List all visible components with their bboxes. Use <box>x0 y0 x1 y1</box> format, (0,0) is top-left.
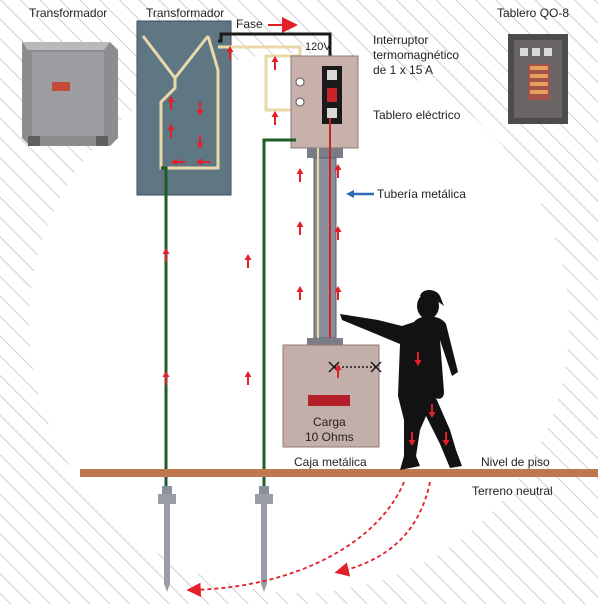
transformer-photo-icon <box>22 42 118 146</box>
neutral-bar-screw <box>295 77 305 87</box>
current-arrow <box>171 158 185 166</box>
breaker-label-line2: termomagnético <box>373 48 459 62</box>
current-arrow <box>271 56 279 70</box>
neutral-bar-screw <box>295 97 305 107</box>
current-arrow <box>334 364 342 378</box>
current-arrow <box>226 46 234 60</box>
floor-line <box>80 469 598 477</box>
phase-wire <box>218 32 332 62</box>
voltage-label: 120V <box>305 41 331 53</box>
return-current-path <box>334 481 431 577</box>
breaker-handle <box>327 88 337 102</box>
pipe-coupling-bottom <box>307 338 343 348</box>
current-arrow <box>334 164 342 178</box>
breaker-terminal-top <box>327 70 337 80</box>
electrical-panel-label: Tablero eléctrico <box>373 108 461 122</box>
current-arrow <box>196 158 210 166</box>
fault-x-mark <box>370 361 382 373</box>
pipe-coupling-top <box>307 148 343 158</box>
panel-ground-wire <box>262 138 296 496</box>
panel-photo-label: Tablero QO-8 <box>497 6 569 20</box>
transformer-diagram-label: Transformador <box>146 6 224 20</box>
current-arrow <box>244 371 252 385</box>
breaker-label-line1: Interruptor <box>373 33 428 47</box>
current-arrow <box>296 286 304 300</box>
load-label-line1: Carga <box>313 415 346 429</box>
breaker-label-line3: de 1 x 15 A <box>373 63 433 77</box>
current-arrow <box>196 135 204 149</box>
phase-label: Fase <box>236 17 263 31</box>
ground-rod-icon <box>158 486 176 592</box>
load-label-line2: 10 Ohms <box>305 430 354 444</box>
current-arrow <box>167 124 175 138</box>
current-arrow <box>414 352 422 366</box>
current-arrow <box>334 226 342 240</box>
metal-box-label: Caja metálica <box>294 455 367 469</box>
current-arrow <box>196 102 204 116</box>
current-arrow <box>428 404 436 418</box>
current-arrow <box>296 221 304 235</box>
current-flow-arrows <box>162 46 450 446</box>
current-arrow <box>244 254 252 268</box>
current-arrow <box>271 111 279 125</box>
transformer-box <box>136 20 232 196</box>
return-current-path <box>186 481 405 597</box>
current-arrow <box>296 168 304 182</box>
floor-level-label: Nivel de piso <box>481 455 550 469</box>
current-arrow <box>442 432 450 446</box>
current-arrow <box>162 248 170 262</box>
ground-rod-icon <box>255 486 273 592</box>
transformer-ground-wire <box>161 166 168 496</box>
breaker-terminal-bottom <box>327 108 337 118</box>
current-arrow <box>162 371 170 385</box>
current-arrow <box>167 96 175 110</box>
current-arrow <box>334 286 342 300</box>
load-resistor <box>308 395 350 406</box>
panel-photo-icon <box>508 34 568 124</box>
current-arrow <box>408 432 416 446</box>
transformer-photo-label: Transformador <box>29 6 107 20</box>
person-silhouette-icon <box>340 290 462 470</box>
metal-pipe-label: Tubería metálica <box>377 187 466 201</box>
neutral-ground-label: Terreno neutral <box>472 484 553 498</box>
pointer-arrowhead <box>346 190 354 198</box>
